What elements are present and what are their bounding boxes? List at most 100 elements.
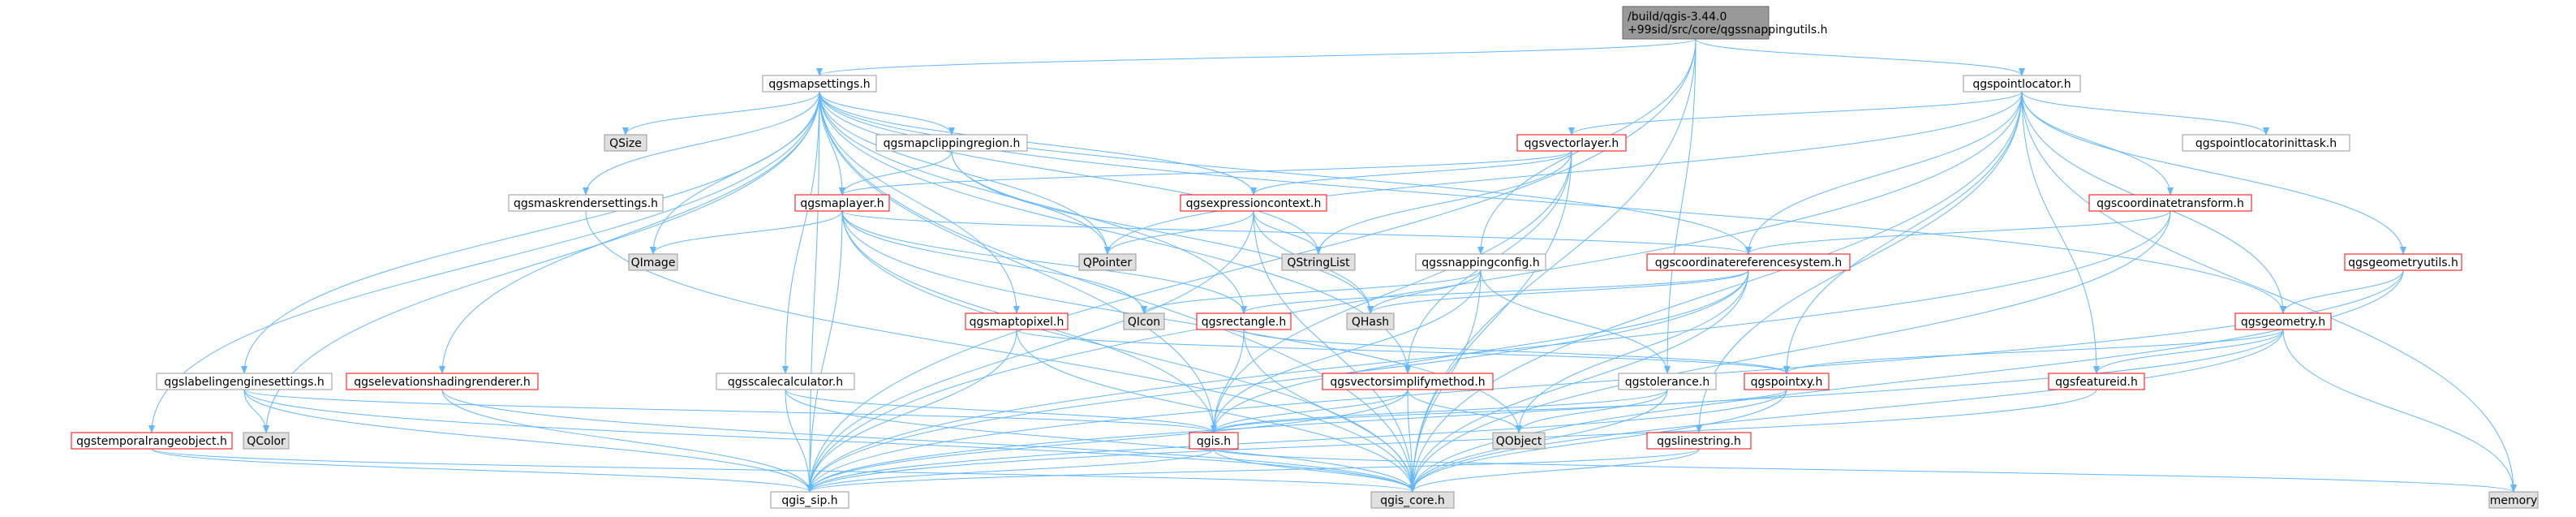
node-mapclipping[interactable]: qgsmapclippingregion.h xyxy=(875,134,1028,152)
node-sip[interactable]: qgis_sip.h xyxy=(770,491,849,509)
node-box xyxy=(1415,253,1546,271)
node-label: QPointer xyxy=(1083,256,1132,269)
node-qimage[interactable]: QImage xyxy=(628,253,678,271)
node-vectorsimplify[interactable]: qgsvectorsimplifymethod.h xyxy=(1322,373,1494,390)
edge-rectangle-to-qgis xyxy=(1211,329,1245,433)
edge-vectorlayer-to-qstringlist xyxy=(1315,150,1572,255)
node-label: qgsmaptopixel.h xyxy=(970,316,1064,329)
node-maskrender[interactable]: qgsmaskrendersettings.h xyxy=(508,194,664,212)
node-labeling[interactable]: qgslabelingenginesettings.h xyxy=(156,373,333,390)
node-featureid[interactable]: qgsfeatureid.h xyxy=(2048,373,2145,390)
edge-vectorsimplify-to-qobject xyxy=(1407,389,1522,433)
node-label: +99sid/src/core/qgssnappingutils.h xyxy=(1628,24,1828,37)
node-label: qgis_sip.h xyxy=(781,494,837,507)
node-qobject[interactable]: QObject xyxy=(1492,432,1546,450)
node-box xyxy=(1123,312,1165,330)
node-box xyxy=(965,312,1069,330)
edge-linestring-to-core xyxy=(1409,448,1700,493)
edge-root-to-tolerance xyxy=(1664,38,1697,374)
node-mapsettings[interactable]: qgsmapsettings.h xyxy=(762,75,877,93)
node-crs[interactable]: qgscoordinatereferencesystem.h xyxy=(1646,253,1851,271)
node-qstringlist[interactable]: QStringList xyxy=(1281,253,1356,271)
node-snapconfig[interactable]: qgssnappingconfig.h xyxy=(1415,253,1546,271)
node-core[interactable]: qgis_core.h xyxy=(1370,491,1455,509)
node-maplayer[interactable]: qgsmaplayer.h xyxy=(794,194,890,212)
edge-geometry-to-sip xyxy=(806,329,2284,493)
edge-geometry-to-pointxy xyxy=(1783,329,2284,374)
edge-maplayer-to-qimage xyxy=(650,210,843,255)
node-linestring[interactable]: qgslinestring.h xyxy=(1646,432,1752,450)
node-label: qgsmaplayer.h xyxy=(800,197,884,210)
node-label: qgsrectangle.h xyxy=(1202,316,1286,329)
edge-crs-to-qobject xyxy=(1516,269,1749,433)
node-box xyxy=(604,134,647,152)
edge-exprcontext-to-sip xyxy=(806,210,1254,493)
node-rectangle[interactable]: qgsrectangle.h xyxy=(1196,312,1292,330)
node-qicon[interactable]: QIcon xyxy=(1123,312,1165,330)
node-box xyxy=(2234,312,2332,330)
edge-geomutils-to-core xyxy=(1409,269,2404,493)
edge-pointlocator-to-core xyxy=(1409,91,2023,493)
node-elevshading[interactable]: qgselevationshadingrenderer.h xyxy=(346,373,539,390)
edge-mapsettings-to-qgis xyxy=(819,91,1217,433)
edge-crs-to-qgis xyxy=(1211,269,1749,433)
node-box xyxy=(1370,491,1455,509)
node-box xyxy=(346,373,539,390)
edge-qgis-to-memory xyxy=(1213,448,2517,493)
edge-pointlocator-to-featureid xyxy=(2021,91,2100,374)
edge-maptopixel-to-core xyxy=(1016,329,1416,493)
node-vectorlayer[interactable]: qgsvectorlayer.h xyxy=(1516,134,1627,152)
node-label: qgscoordinatereferencesystem.h xyxy=(1655,256,1843,269)
edge-pointlocator-to-qpointer xyxy=(1104,91,2023,255)
node-geometry[interactable]: qgsgeometry.h xyxy=(2234,312,2332,330)
node-box xyxy=(2048,373,2145,390)
edge-pointxy-to-sip xyxy=(806,389,1787,493)
node-scalecalc[interactable]: qgsscalecalculator.h xyxy=(716,373,855,390)
node-qpointer[interactable]: QPointer xyxy=(1078,253,1137,271)
node-maptopixel[interactable]: qgsmaptopixel.h xyxy=(965,312,1069,330)
node-label: qgspointlocatorinittask.h xyxy=(2195,137,2337,150)
node-temporalrange[interactable]: qgstemporalrangeobject.h xyxy=(71,432,233,450)
node-root[interactable]: /build/qgis-3.44.0+99sid/src/core/qgssna… xyxy=(1622,6,1828,40)
node-qhash[interactable]: QHash xyxy=(1346,312,1395,330)
edge-snapconfig-to-qicon xyxy=(1141,269,1482,314)
node-tolerance[interactable]: qgstolerance.h xyxy=(1618,373,1717,390)
node-exprcontext[interactable]: qgsexpressioncontext.h xyxy=(1180,194,1327,212)
edge-mapsettings-to-qcolor xyxy=(263,91,820,433)
node-label: qgstolerance.h xyxy=(1625,376,1709,389)
edge-linestring-to-sip xyxy=(806,448,1700,493)
node-label: qgsscalecalculator.h xyxy=(728,376,843,389)
edge-root-to-mapsettings xyxy=(816,38,1697,76)
edge-exprcontext-to-qpointer xyxy=(1104,210,1254,255)
node-label: qgspointlocator.h xyxy=(1972,78,2071,91)
node-box xyxy=(1492,432,1546,450)
edge-coordtransform-to-crs xyxy=(1745,210,2171,255)
node-box xyxy=(1618,373,1717,390)
edge-mapsettings-to-scalecalc xyxy=(782,91,820,374)
edge-mapsettings-to-labeling xyxy=(241,91,820,374)
nodes-layer: /build/qgis-3.44.0+99sid/src/core/qgssna… xyxy=(71,6,2539,509)
node-pointlocinit[interactable]: qgspointlocatorinittask.h xyxy=(2182,134,2350,152)
edge-scalecalc-to-qgis xyxy=(785,389,1217,433)
node-qgis[interactable]: qgis.h xyxy=(1189,432,1239,450)
node-label: qgsgeometry.h xyxy=(2241,316,2325,329)
node-box xyxy=(794,194,890,212)
node-label: qgssnappingconfig.h xyxy=(1421,256,1539,269)
node-geomutils[interactable]: qgsgeometryutils.h xyxy=(2344,253,2462,271)
edge-rectangle-to-core xyxy=(1243,329,1416,493)
edge-pointxy-to-qgis xyxy=(1211,389,1787,433)
node-qsize[interactable]: QSize xyxy=(604,134,647,152)
node-memory[interactable]: memory xyxy=(2488,491,2539,509)
node-qcolor[interactable]: QColor xyxy=(243,432,290,450)
node-label: qgscoordinatetransform.h xyxy=(2096,197,2244,210)
edge-scalecalc-to-core xyxy=(785,389,1416,493)
node-box xyxy=(1622,6,1770,40)
node-coordtransform[interactable]: qgscoordinatetransform.h xyxy=(2088,194,2252,212)
node-box xyxy=(716,373,855,390)
node-pointxy[interactable]: qgspointxy.h xyxy=(1744,373,1830,390)
edge-mapsettings-to-geometry xyxy=(819,91,2286,314)
edge-pointlocator-to-memory xyxy=(2021,91,2517,493)
node-pointlocator[interactable]: qgspointlocator.h xyxy=(1963,75,2081,93)
edge-maskrender-to-core xyxy=(585,210,1416,493)
node-box xyxy=(2088,194,2252,212)
